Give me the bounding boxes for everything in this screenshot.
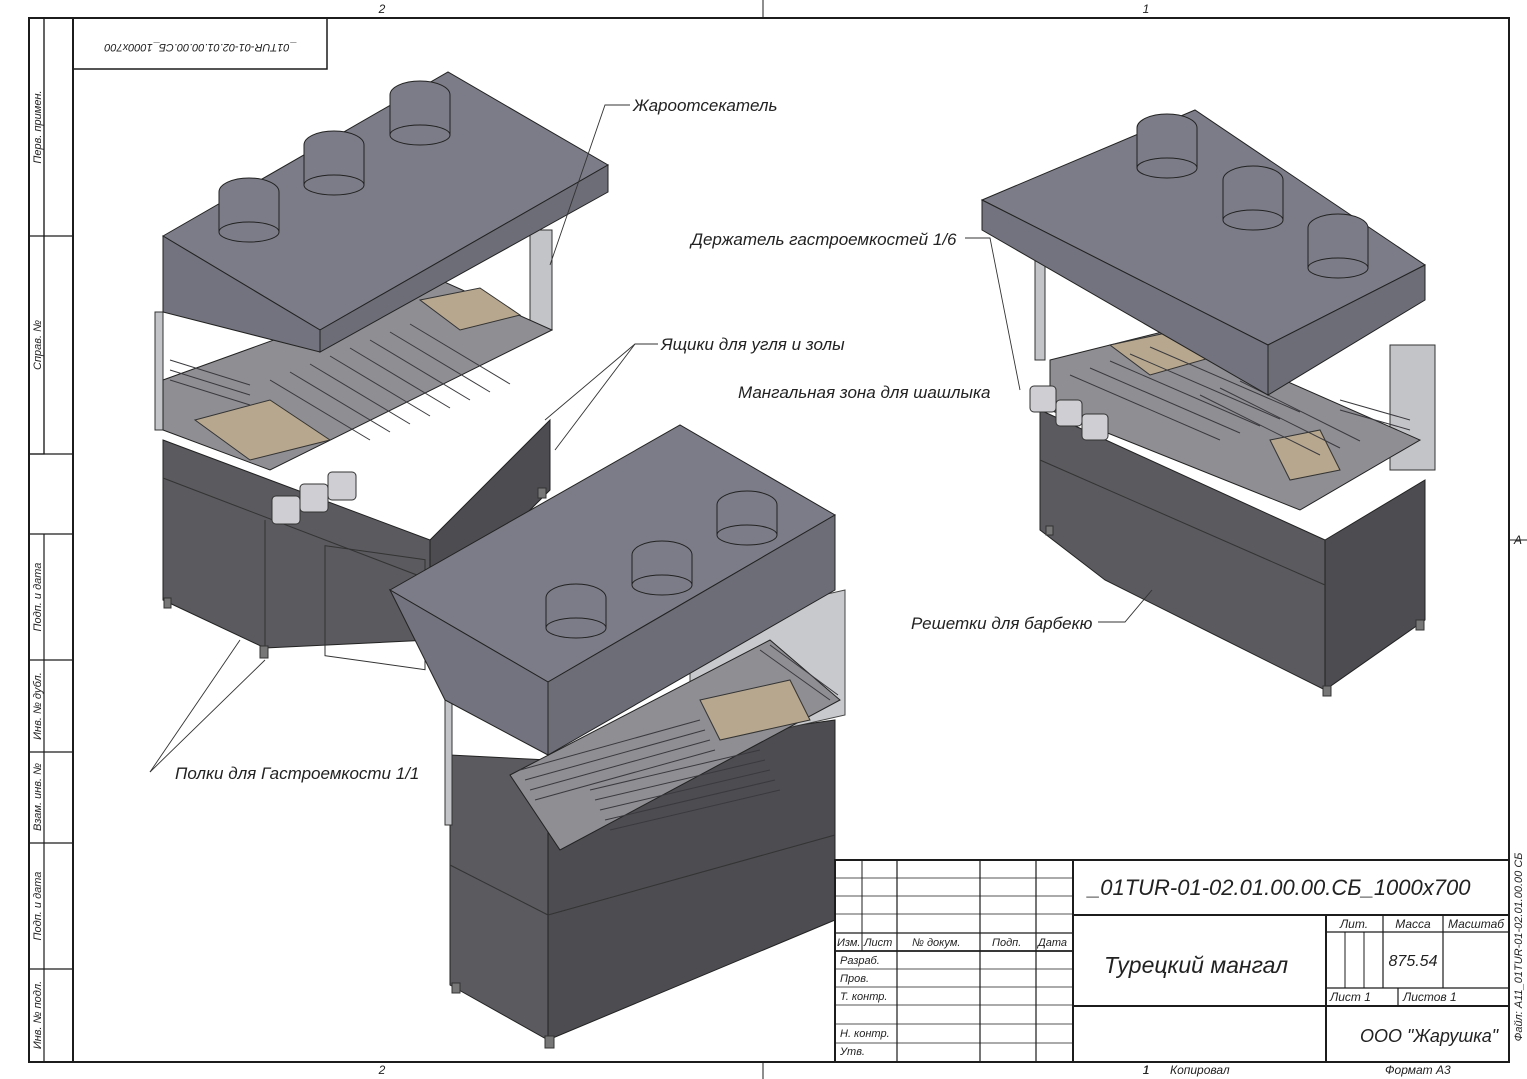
glass-shield-left [154,311,164,431]
gn-containers-right [1029,385,1109,441]
callout-heat-cutter: Жароотсекатель [632,96,777,115]
callout-coal-boxes: Ящики для угля и золы [660,335,845,354]
mass-label: Масса [1395,917,1431,931]
side-col-perv: Перв. примен. [32,90,44,163]
company-name: ООО "Жарушка" [1360,1026,1500,1046]
zone-right: А [1513,533,1522,547]
footer-copied: Копировал [1170,1063,1230,1077]
role-nkontr: Н. контр. [840,1028,890,1040]
callout-kebab-zone: Мангальная зона для шашлыка [738,383,991,402]
callout-gn-holder: Держатель гастроемкостей 1/6 [689,230,957,249]
sheets-count: Листов 1 [1402,990,1457,1004]
side-col-inv-dubl: Инв. № дубл. [32,672,44,740]
lit-label: Лит. [1339,917,1368,931]
rotated-code: _01TUR-01-02.01.00.00.СБ_1000х700 [104,41,297,53]
side-col-podp2: Подп. и дата [32,872,44,941]
hdr-list: Лист [863,937,892,949]
side-stamp [28,17,73,1062]
scale-label: Масштаб [1448,917,1505,931]
callout-gn-shelves: Полки для Гастроемкости 1/1 [175,764,419,783]
hood-side-left [319,164,609,353]
title-block [834,859,1510,1063]
product-name: Турецкий мангал [1104,952,1288,978]
zone-top-right: 1 [1143,2,1150,16]
hood-side-center [547,514,836,756]
designation: _01TUR-01-02.01.00.00.СБ_1000х700 [1086,875,1471,900]
hood-side-right [1267,264,1426,396]
hdr-date: Дата [1036,937,1067,949]
cabinet-side-right [1324,479,1426,691]
side-col-sprav: Справ. № [32,320,44,370]
grill-view-center [388,424,846,1049]
role-tkontr: Т. контр. [840,991,887,1003]
side-col-podp1: Подп. и дата [32,563,44,632]
callout-bbq-grids: Решетки для барбекю [911,614,1093,633]
cabinet-front-right [1039,409,1326,691]
role-prov: Пров. [840,973,869,985]
hdr-izm: Изм. [837,937,860,949]
hdr-sign: Подп. [992,937,1021,949]
grill-view-right [980,109,1436,697]
side-col-vzam: Взам. инв. № [32,763,44,831]
leader-lines [149,104,1153,773]
footer-copied-number: 1 [1143,1063,1150,1077]
role-utv: Утв. [839,1046,865,1058]
hdr-doc: № докум. [912,937,960,949]
zone-bottom-left: 2 [378,1063,386,1077]
glass-shield-center [444,699,453,826]
gn-containers-left [271,471,357,525]
zone-top-left: 2 [378,2,386,16]
side-col-inv-podl: Инв. № подл. [32,981,44,1049]
mass-value: 875.54 [1389,953,1438,970]
role-razrab: Разраб. [840,955,880,967]
zone-bottom-right: 1 [1143,1063,1150,1077]
cabinet-front-left [162,439,431,649]
sheet-number: Лист 1 [1329,990,1371,1004]
side-file-label: Файл: А11_01TUR-01-02.01.00.00 СБ [1513,853,1525,1042]
glass-shield-right [1034,254,1046,361]
footer-format: Формат А3 [1385,1063,1451,1077]
